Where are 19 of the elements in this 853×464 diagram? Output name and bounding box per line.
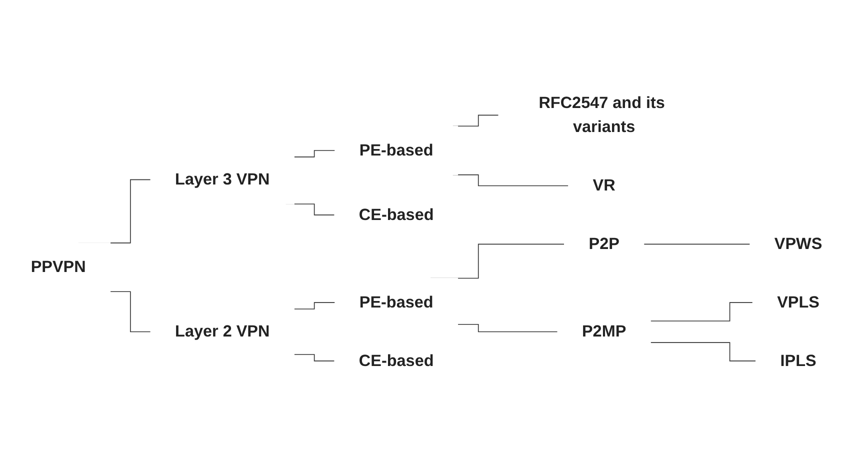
connector	[294, 302, 336, 310]
connector	[294, 354, 335, 362]
node-text: VPWS	[774, 235, 822, 254]
node-text: RFC2547 and its variants	[538, 94, 665, 136]
connector	[643, 244, 750, 245]
node-text: CE-based	[358, 206, 434, 224]
connector	[650, 342, 756, 362]
node-text: VR	[592, 176, 616, 195]
node-text: Layer 2 VPN	[175, 322, 270, 341]
connector	[457, 324, 558, 332]
node-text: IPLS	[780, 352, 816, 370]
node-text: PE-based	[359, 142, 434, 160]
node-text: P2P	[588, 235, 620, 254]
node-text: VPLS	[777, 294, 820, 312]
connector	[650, 302, 754, 322]
node-text: Layer 3 VPN	[175, 170, 270, 189]
node-text: CE-based	[358, 352, 434, 370]
node-text: P2MP	[582, 322, 626, 341]
connector	[294, 150, 336, 158]
